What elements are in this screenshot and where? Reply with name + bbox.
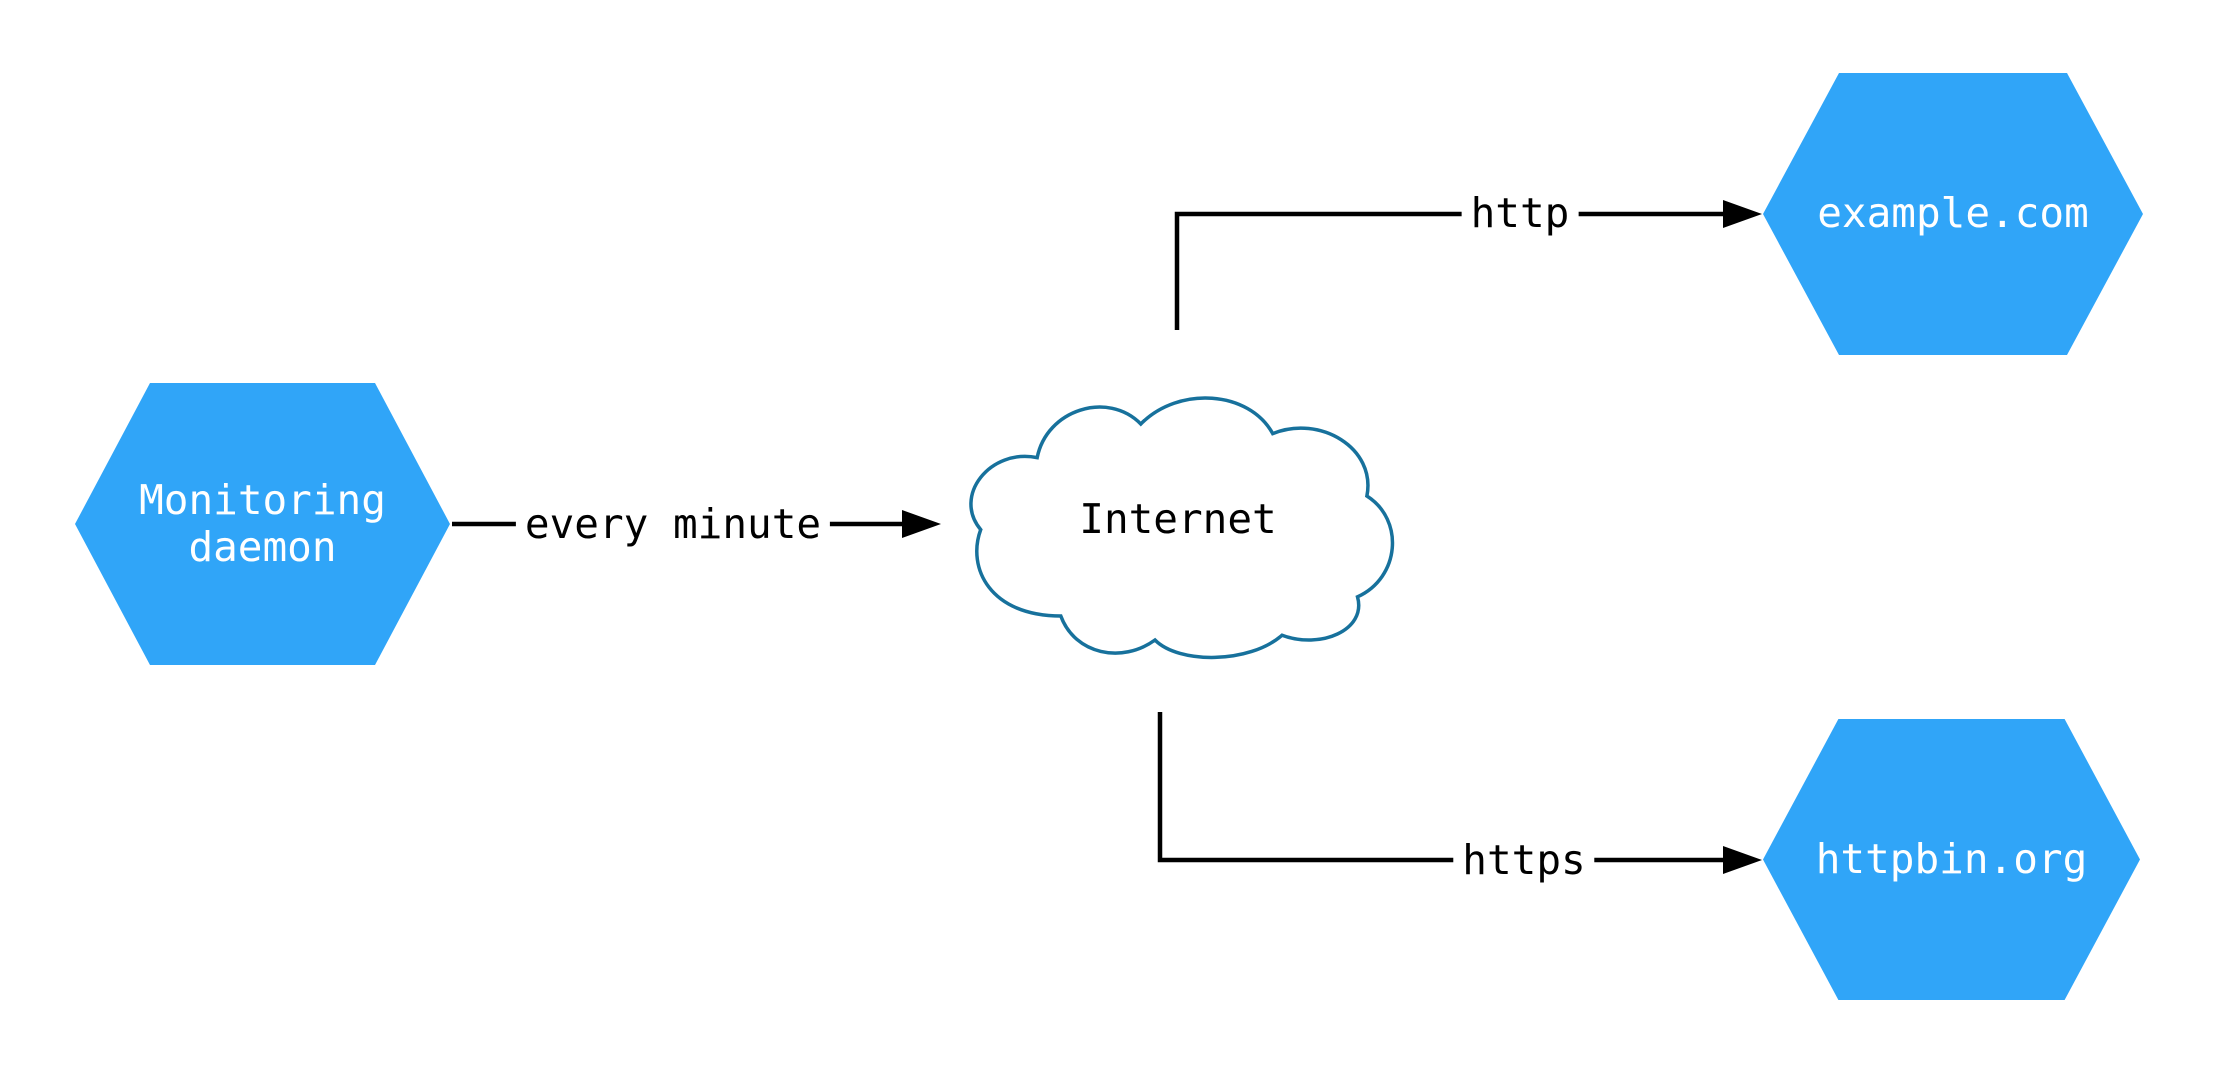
edge-every-minute-label: every minute [515, 500, 831, 548]
node-httpbin-org: httpbin.org [1763, 719, 2140, 1000]
edge-http-label: http [1461, 189, 1579, 237]
node-monitoring-daemon: Monitoring daemon [75, 383, 450, 665]
arrowhead-icon [1723, 200, 1762, 228]
internet-cloud-shape [969, 396, 1395, 660]
edge-http-line [1174, 211, 1728, 330]
node-httpbin-org-label: httpbin.org [1815, 834, 2088, 883]
arrowhead-icon [902, 510, 941, 538]
node-internet-label: Internet [1079, 495, 1277, 543]
edge-https-line [1157, 712, 1728, 863]
arrowhead-icon [1723, 846, 1762, 874]
node-example-com: example.com [1763, 73, 2143, 355]
node-example-com-label: example.com [1817, 189, 2089, 238]
node-monitoring-daemon-label: Monitoring daemon [139, 475, 386, 571]
edge-https-label: https [1453, 836, 1595, 884]
